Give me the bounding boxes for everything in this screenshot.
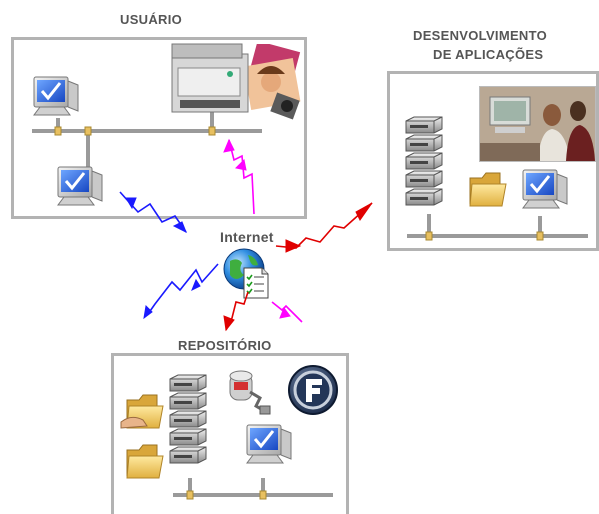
repo-server-stack-icon (169, 374, 207, 464)
document-list-icon (243, 267, 269, 299)
user-section-label: USUÁRIO (120, 12, 183, 27)
repo-computer-icon (245, 423, 293, 465)
printer-internet-link (223, 138, 255, 215)
dev-computer-icon (521, 168, 569, 210)
dev-section-label-line2: DE APLICAÇÕES (433, 47, 544, 62)
repo-network (120, 365, 338, 500)
dev-server-stack-icon (405, 116, 443, 206)
dev-section-label-line1: DESENVOLVIMENTO (413, 28, 548, 43)
printer-icon (171, 43, 249, 113)
dev-internet-link (275, 202, 373, 253)
repo-section-label: REPOSITÓRIO (178, 338, 272, 353)
dev-network (405, 116, 588, 241)
user-network (32, 43, 262, 207)
dev-folder-icon (469, 172, 507, 207)
f-logo-icon (288, 365, 338, 415)
printer-photo-collage (243, 44, 301, 120)
user-computer-icon-bottom (56, 165, 104, 207)
repo-folder-icon-top (120, 394, 164, 429)
user-internet-link-out (143, 263, 219, 320)
internet-label: Internet (220, 229, 274, 245)
user-computer-icon-top (32, 75, 80, 117)
repo-folder-icon-bottom (126, 444, 164, 479)
internet-repo-link-magenta (271, 301, 303, 323)
user-internet-link-in (119, 191, 187, 234)
dev-team-photo (479, 86, 596, 162)
internet-repo-link-red (223, 291, 249, 332)
database-plug-icon (229, 370, 271, 415)
